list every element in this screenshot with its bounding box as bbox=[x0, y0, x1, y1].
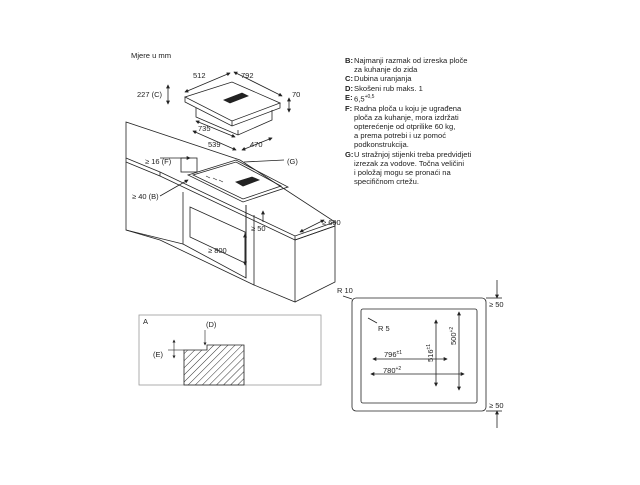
dim-b-40: ≥ 40 (B) bbox=[132, 192, 159, 201]
dim-539: 539 bbox=[208, 140, 221, 149]
dim-f-16: ≥ 16 (F) bbox=[145, 157, 172, 166]
legend-item-c: C: Dubina uranjanja bbox=[345, 74, 505, 83]
legend-key: F: bbox=[345, 103, 353, 113]
legend-key: B: bbox=[345, 56, 354, 65]
detail-d-label: (D) bbox=[206, 320, 217, 329]
legend-text: Radna ploča u koju je ugrađena ploča za … bbox=[354, 103, 462, 150]
dim-735: 735 bbox=[198, 124, 211, 133]
legend-text: 6,5 bbox=[354, 94, 365, 104]
legend-item-g: G: U stražnjoj stijenki treba predvidjet… bbox=[345, 150, 505, 187]
cutout-width-inner: 780+2 bbox=[383, 366, 401, 375]
legend-key: D: bbox=[345, 83, 354, 93]
detail-a-label: A bbox=[143, 317, 148, 326]
legend-text: U stražnjoj stijenki treba predvidjeti i… bbox=[354, 149, 472, 187]
legend-item-d: D: Skošeni rub maks. 1 bbox=[345, 84, 505, 93]
cabinet-3d-drawing bbox=[125, 121, 336, 303]
cutout-width-outer: 796±1 bbox=[384, 350, 402, 359]
detail-e-label: (E) bbox=[153, 350, 164, 359]
dim-immersion-227: 227 (C) bbox=[137, 90, 163, 99]
legend-item-b: B: Najmanji razmak od izreska ploče za k… bbox=[345, 56, 505, 74]
dim-height-70: 70 bbox=[292, 90, 300, 99]
legend-key: E: bbox=[345, 92, 353, 102]
dim-470: 470 bbox=[250, 140, 263, 149]
cutout-r10: R 10 bbox=[337, 286, 353, 295]
dim-width-792: 792 bbox=[241, 71, 254, 80]
legend-item-f: F: Radna ploča u koju je ugrađena ploča … bbox=[345, 104, 505, 150]
dim-front-50: ≥ 50 bbox=[251, 224, 266, 233]
legend-key: C: bbox=[345, 74, 354, 84]
dim-depth-512: 512 bbox=[193, 71, 206, 80]
cutout-height-outer: 516±1 bbox=[426, 344, 435, 362]
legend-text-e: 6,5+0,5 bbox=[354, 93, 374, 104]
dim-600: ≥ 600 bbox=[322, 218, 341, 227]
legend-text: Dubina uranjanja bbox=[354, 74, 412, 84]
legend-text: Skošeni rub maks. 1 bbox=[354, 83, 423, 93]
legend-item-e: E: 6,5+0,5 bbox=[345, 93, 505, 104]
legend: B: Najmanji razmak od izreska ploče za k… bbox=[345, 56, 505, 186]
legend-e-tolerance: +0,5 bbox=[364, 93, 375, 100]
cutout-height-inner: 500+2 bbox=[449, 327, 458, 345]
legend-key: G: bbox=[345, 149, 354, 159]
units-label: Mjere u mm bbox=[131, 51, 172, 60]
label-g: (G) bbox=[287, 157, 298, 166]
cutout-plan bbox=[342, 280, 502, 428]
hob-3d-drawing bbox=[166, 71, 291, 151]
cutout-gap-bottom: ≥ 50 bbox=[489, 401, 504, 410]
legend-text: Najmanji razmak od izreska ploče za kuha… bbox=[354, 56, 468, 75]
detail-a-box bbox=[138, 314, 322, 386]
cutout-r5: R 5 bbox=[378, 324, 390, 333]
dim-800: ≥ 800 bbox=[208, 246, 227, 255]
cutout-gap-top: ≥ 50 bbox=[489, 300, 504, 309]
